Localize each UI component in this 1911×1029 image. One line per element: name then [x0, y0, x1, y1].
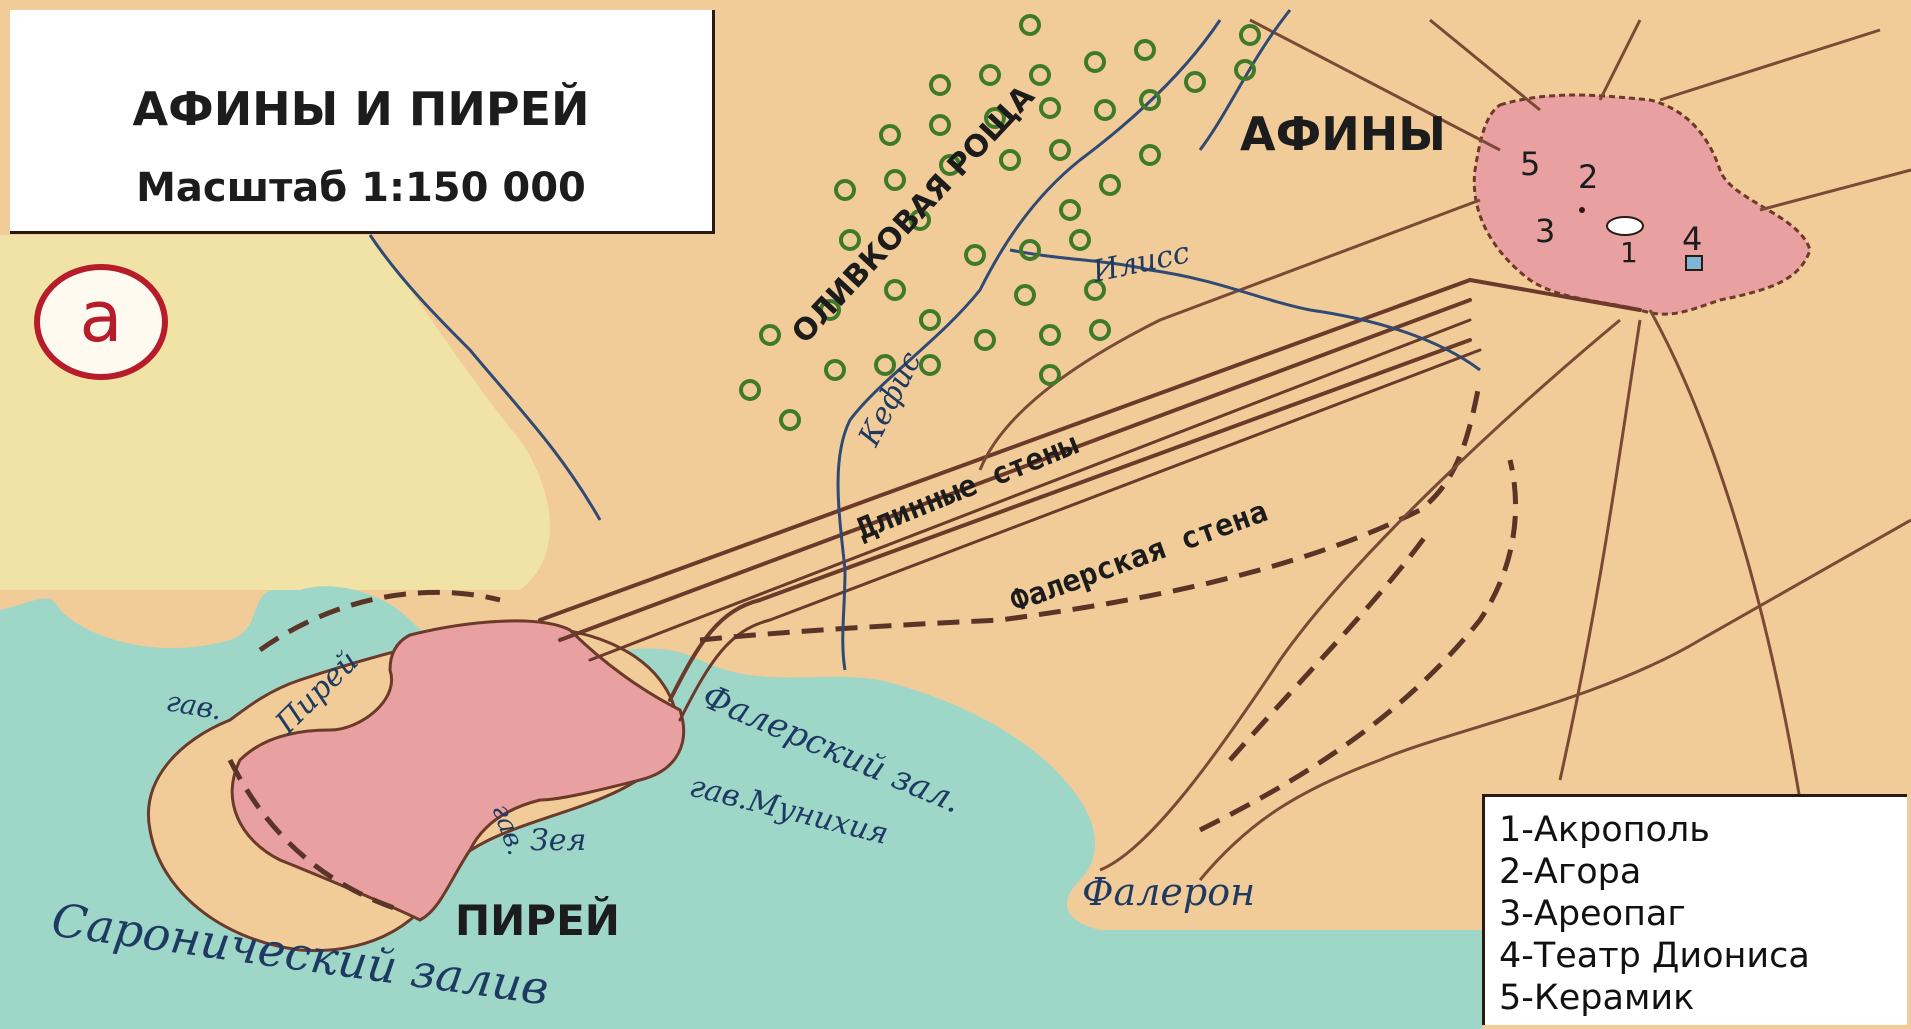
theatre-marker [1685, 255, 1703, 271]
river-iliss [1009, 248, 1481, 372]
title-box: АФИНЫ И ПИРЕЙ Масштаб 1:150 000 [10, 10, 715, 234]
map-title: АФИНЫ И ПИРЕЙ [132, 82, 590, 136]
label-harbor-zea: Зея [530, 823, 586, 858]
legend-item-acropolis: 1-Акрополь [1499, 810, 1710, 850]
marker-4: 4 [1682, 220, 1702, 258]
legend-item-theatre: 4-Театр Диониса [1499, 936, 1810, 976]
marker-2: 2 [1578, 158, 1598, 196]
badge-letter: а [79, 276, 123, 358]
marker-5: 5 [1520, 145, 1540, 183]
label-phaleron: Фалерон [1082, 870, 1255, 914]
legend-item-areopagus: 3-Ареопаг [1499, 894, 1686, 934]
marker-3: 3 [1535, 212, 1555, 250]
rivers [368, 9, 1481, 671]
map-scale: Масштаб 1:150 000 [136, 165, 586, 211]
piraeus-city [230, 619, 686, 922]
section-badge: а [34, 264, 168, 380]
long-walls [538, 277, 1642, 722]
olive-grove [739, 14, 1261, 431]
marker-1: 1 [1620, 236, 1638, 269]
label-athens: АФИНЫ [1240, 107, 1446, 161]
river-kefis [836, 19, 1222, 671]
acropolis-shape [1606, 216, 1644, 236]
roads [978, 18, 1911, 881]
legend-item-kerameikos: 5-Керамик [1499, 978, 1695, 1018]
label-piraeus: ПИРЕЙ [455, 895, 620, 945]
legend: 1-Акрополь 2-Агора 3-Ареопаг 4-Театр Дио… [1482, 794, 1907, 1025]
legend-item-agora: 2-Агора [1499, 852, 1642, 892]
agora-dot [1579, 207, 1585, 213]
river-west [368, 234, 602, 521]
athens-city [1472, 93, 1812, 316]
